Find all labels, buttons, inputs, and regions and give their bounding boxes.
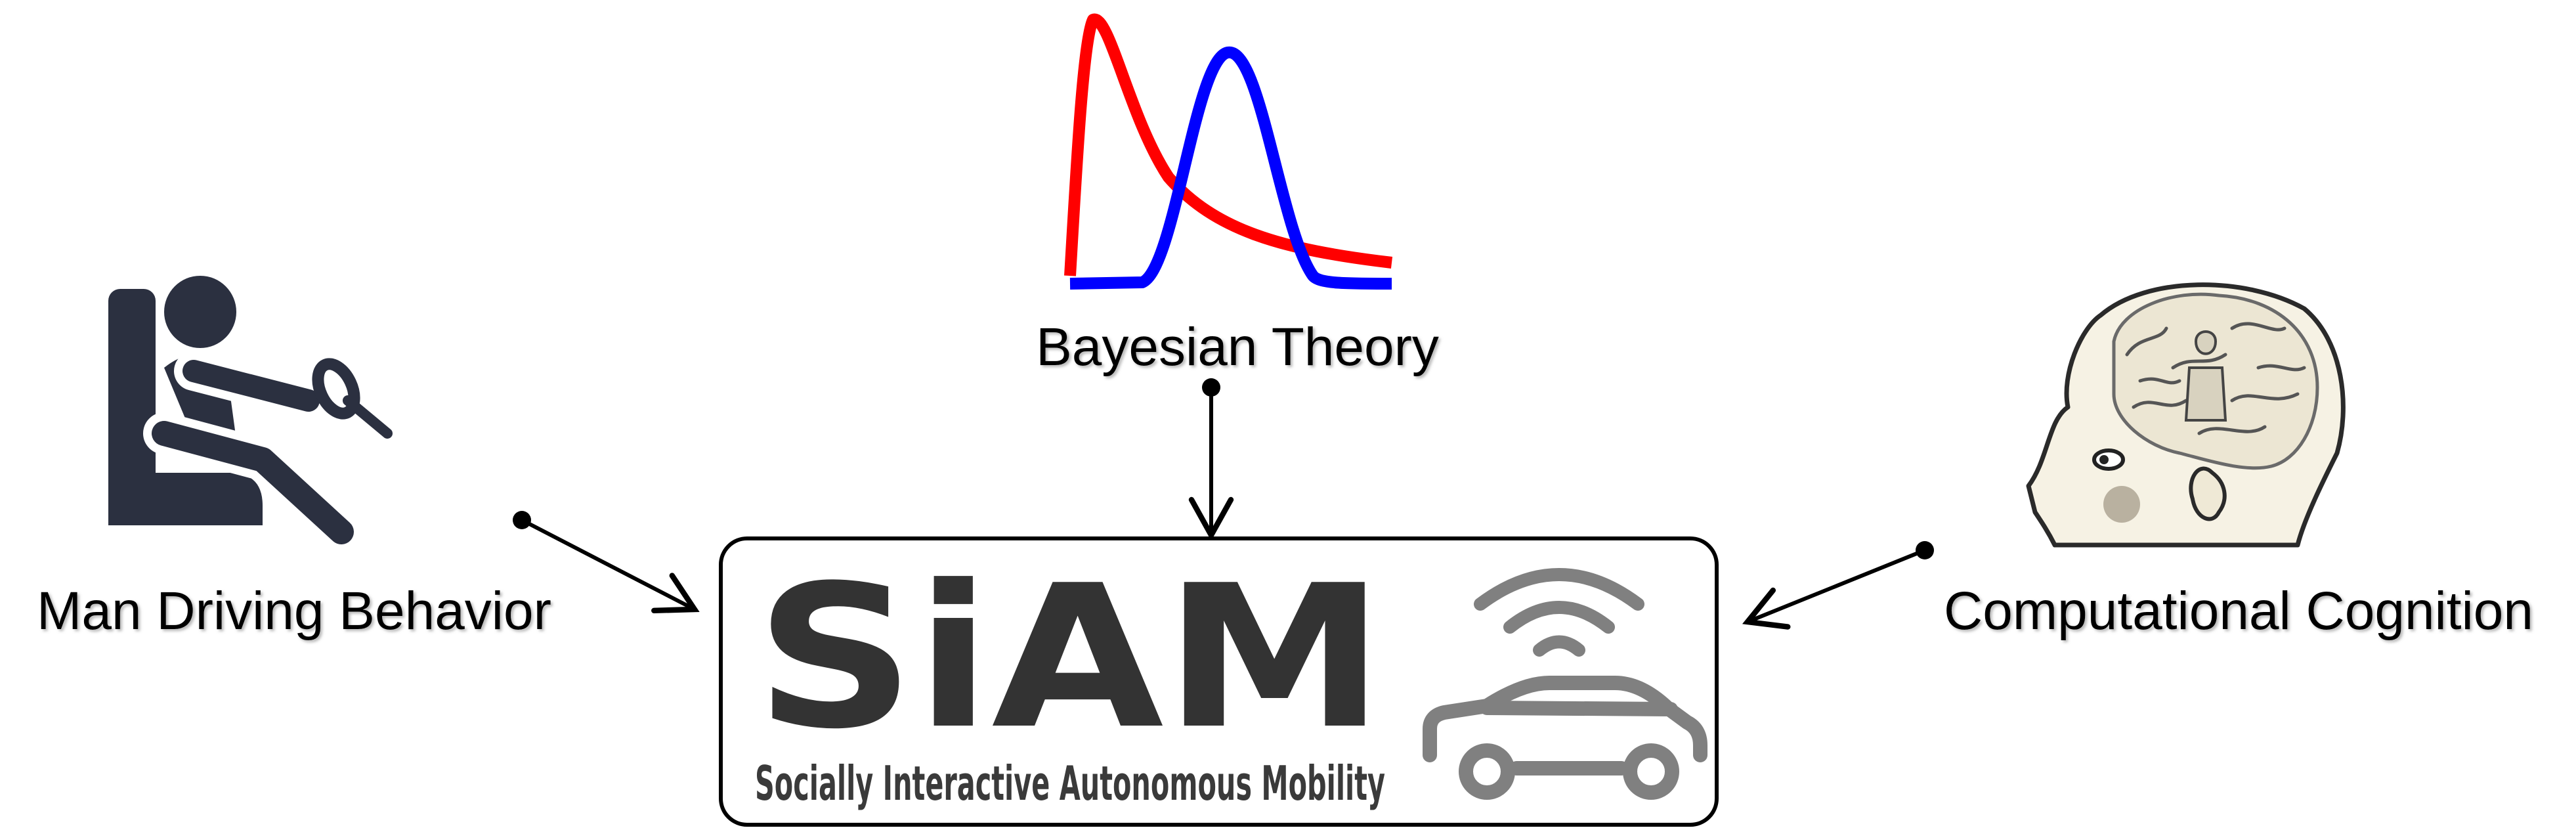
siam-wordmark: SiAM	[755, 543, 1385, 772]
seat-base	[108, 473, 263, 525]
arrow-cognition-to-siam	[1742, 548, 1926, 630]
siam-tagline: Socially Interactive Autonomous Mobility	[755, 756, 1385, 811]
driver-head	[164, 276, 236, 348]
driver-leg-fill	[152, 421, 354, 544]
car-roofline	[1480, 701, 1678, 716]
steering-column	[343, 395, 393, 439]
blue-distribution-curve	[1069, 46, 1392, 290]
red-distribution-curve	[1064, 13, 1393, 276]
wifi-arc-middle	[1503, 601, 1615, 634]
connector-driving	[513, 511, 700, 614]
label-man-driving-behavior: Man Driving Behavior	[37, 581, 551, 641]
seat-back	[108, 289, 156, 525]
car-body	[1423, 676, 1707, 762]
ear	[2189, 466, 2227, 521]
car-wheel-front	[1459, 743, 1515, 800]
wifi-arc-outer	[1474, 568, 1644, 611]
wifi-arc-inner	[1533, 635, 1585, 657]
arrow-driving-to-siam	[521, 518, 700, 614]
label-computational-cognition: Computational Cognition	[1944, 581, 2533, 641]
driver-seat-icon	[108, 276, 393, 553]
driver-arm-fill	[182, 360, 320, 412]
bayesian-curves	[1064, 13, 1393, 290]
inner-figure	[2184, 330, 2227, 422]
cheek-spot	[2103, 486, 2140, 523]
connector-cognition	[1742, 541, 1934, 630]
head-brain-icon	[2026, 282, 2346, 548]
steering-wheel	[312, 358, 360, 420]
brain-folds	[2125, 322, 2306, 435]
eye-pupil	[2099, 455, 2109, 464]
label-bayesian-theory: Bayesian Theory	[1036, 317, 1439, 377]
car-wheel-rear	[1623, 743, 1679, 800]
connected-car-icon	[1423, 676, 1707, 800]
wifi-signal-icon	[1474, 568, 1644, 657]
siam-logo-box: SiAM Socially Interactive Autonomous Mob…	[719, 536, 1719, 827]
connector-bayesian	[1188, 378, 1234, 541]
